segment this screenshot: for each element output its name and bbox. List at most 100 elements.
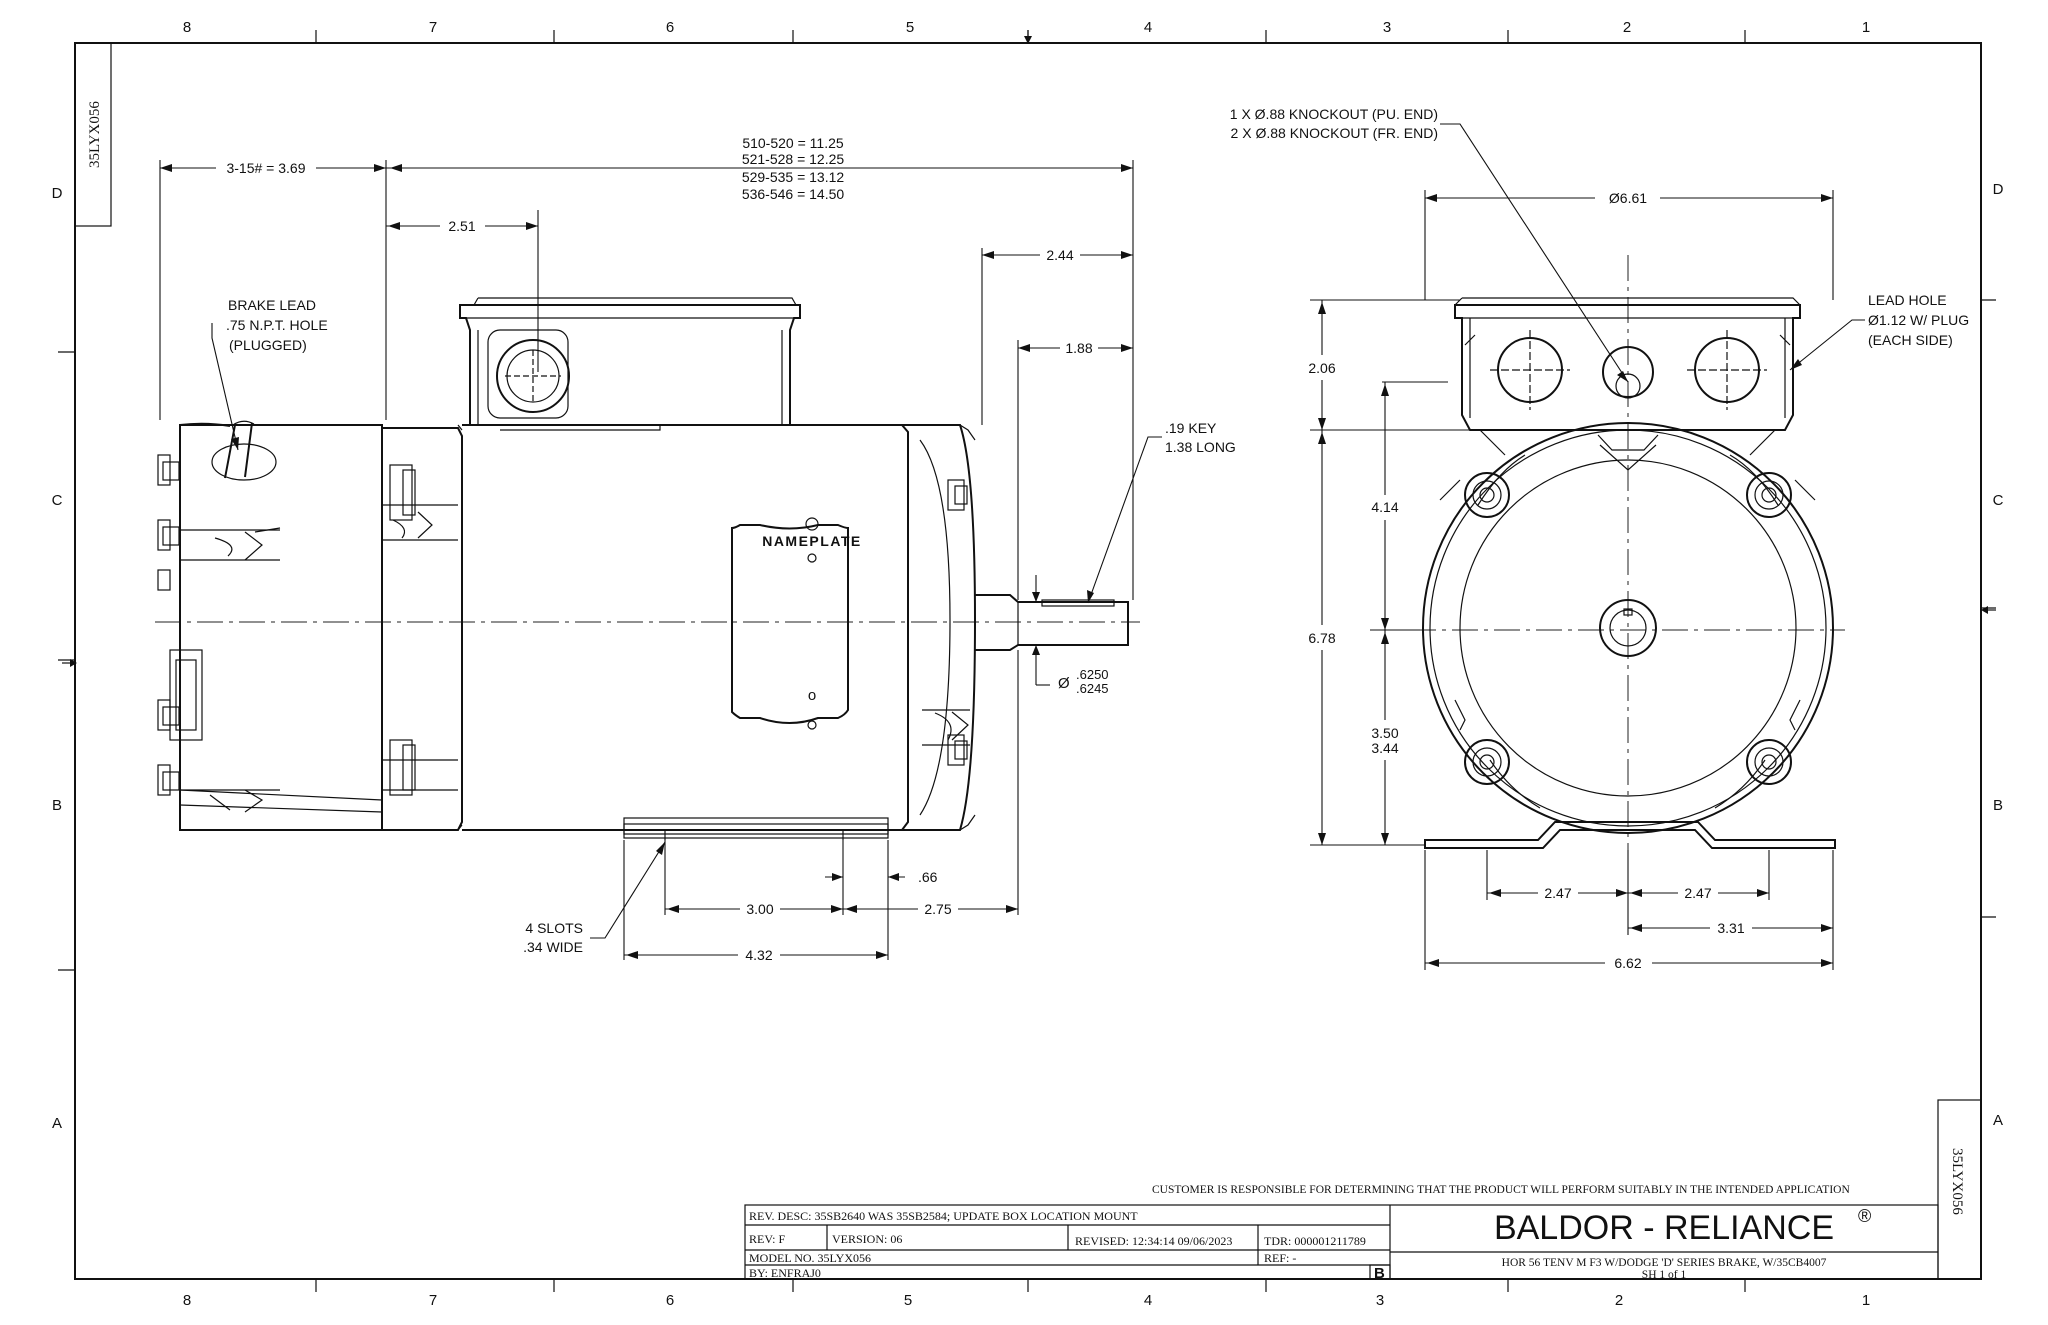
zone-right-c: C [1993, 492, 2004, 509]
dim-2-44: 2.44 [1046, 247, 1073, 263]
zone-right-d: D [1993, 181, 2004, 198]
end-dimensions: Ø6.61 1 X Ø.88 KNOCKOUT (PU. END) 2 X Ø.… [1230, 106, 1969, 971]
version: VERSION: 06 [832, 1232, 902, 1246]
zone-bottom-3: 3 [1376, 1292, 1384, 1309]
drawing-number-bottom-right: 35LYX056 [1937, 1099, 1982, 1280]
registered-mark: ® [1858, 1206, 1871, 1226]
conduit-box [459, 297, 801, 431]
zone-top-7: 7 [429, 19, 437, 36]
zone-bottom-7: 7 [429, 1292, 437, 1309]
disclaimer: CUSTOMER IS RESPONSIBLE FOR DETERMINING … [1152, 1184, 1850, 1196]
nameplate: NAMEPLATE o [731, 517, 862, 730]
shaft [975, 594, 1129, 651]
dim-overall-1: 510-520 = 11.25 [742, 135, 844, 151]
end-view-motor [1422, 422, 1834, 834]
zone-bottom-2: 2 [1615, 1292, 1623, 1309]
zone-right-b: B [1993, 797, 2003, 814]
dim-overall-4: 536-546 = 14.50 [742, 186, 845, 202]
end-view: Ø6.61 1 X Ø.88 KNOCKOUT (PU. END) 2 X Ø.… [1230, 106, 1969, 971]
zone-top-3: 3 [1383, 19, 1391, 36]
dim-3-00: 3.00 [746, 901, 773, 917]
dim-2-47-left: 2.47 [1544, 885, 1571, 901]
dim-4-14: 4.14 [1371, 499, 1398, 515]
drawing-number-top-left: 35LYX056 [74, 42, 112, 227]
zone-top-4: 4 [1144, 19, 1152, 36]
shaft-dia-prefix: Ø [1058, 675, 1070, 692]
knockout-label-1: 1 X Ø.88 KNOCKOUT (PU. END) [1230, 106, 1438, 122]
title-block: CUSTOMER IS RESPONSIBLE FOR DETERMINING … [744, 1184, 1939, 1282]
dim-3-44: 3.44 [1371, 740, 1398, 756]
dim-3-50: 3.50 [1371, 725, 1398, 741]
zone-left-b: B [52, 797, 62, 814]
base-feet [623, 817, 889, 840]
size-letter: B [1374, 1265, 1385, 1282]
dim-overall-2: 521-528 = 12.25 [742, 151, 845, 167]
zone-bottom-1: 1 [1862, 1292, 1870, 1309]
slots-label-2: .34 WIDE [523, 939, 583, 955]
zone-bottom-5: 5 [904, 1292, 912, 1309]
dim-2-06: 2.06 [1308, 360, 1335, 376]
zone-top-2: 2 [1623, 19, 1631, 36]
brake-housing [157, 420, 383, 831]
key-label-2: 1.38 LONG [1165, 439, 1236, 455]
drawing-number-bottom: 35LYX056 [1949, 1148, 1965, 1215]
zone-top-6: 6 [666, 19, 674, 36]
model-no: MODEL NO. 35LYX056 [749, 1251, 871, 1265]
zone-bottom-8: 8 [183, 1292, 191, 1309]
brake-lead-1: BRAKE LEAD [228, 297, 316, 313]
dim-2-51: 2.51 [448, 218, 475, 234]
rev: REV: F [749, 1232, 785, 1246]
slots-label-1: 4 SLOTS [525, 920, 583, 936]
brake-lead-2: .75 N.P.T. HOLE [226, 317, 328, 333]
drawing-number-top: 35LYX056 [87, 101, 103, 168]
brake-adapter [382, 427, 463, 831]
dim-4-32: 4.32 [745, 947, 772, 963]
lead-hole-2: Ø1.12 W/ PLUG [1868, 312, 1969, 328]
rev-desc: REV. DESC: 35SB2640 WAS 35SB2584; UPDATE… [749, 1209, 1138, 1223]
knockout-label-2: 2 X Ø.88 KNOCKOUT (FR. END) [1231, 125, 1438, 141]
company-name: BALDOR - RELIANCE [1494, 1209, 1834, 1247]
sheet-of: SH 1 of 1 [1642, 1269, 1687, 1281]
lead-hole-3: (EACH SIDE) [1868, 332, 1953, 348]
end-view-base [1424, 821, 1836, 849]
side-dimensions: 3-15# = 3.69 510-520 = 11.25 521-528 = 1… [159, 135, 1236, 963]
dim-brake-length: 3-15# = 3.69 [226, 160, 305, 176]
zone-bottom-4: 4 [1144, 1292, 1152, 1309]
zone-right-a: A [1993, 1112, 2003, 1129]
dim-2-47-right: 2.47 [1684, 885, 1711, 901]
dim-2-75: 2.75 [924, 901, 951, 917]
zone-left-c: C [52, 492, 63, 509]
drawn-by: BY: ENFRAJ0 [749, 1266, 821, 1280]
ref: REF: - [1264, 1251, 1296, 1265]
tdr: TDR: 000001211789 [1264, 1234, 1366, 1248]
zone-top-1: 1 [1862, 19, 1870, 36]
dim-3-31: 3.31 [1717, 920, 1744, 936]
lead-hole-1: LEAD HOLE [1868, 292, 1947, 308]
dim-6-62: 6.62 [1614, 955, 1641, 971]
shaft-dia-upper: .6250 [1076, 667, 1109, 682]
zone-top-8: 8 [183, 19, 191, 36]
part-description: HOR 56 TENV M F3 W/DODGE 'D' SERIES BRAK… [1502, 1257, 1827, 1269]
zone-top-5: 5 [906, 19, 914, 36]
shaft-dia-lower: .6245 [1076, 681, 1109, 696]
dim-6-78: 6.78 [1308, 630, 1335, 646]
nameplate-mark: o [808, 687, 816, 704]
side-view: NAMEPLATE o 3-15# = 3.69 510 [155, 135, 1236, 963]
zone-bottom-6: 6 [666, 1292, 674, 1309]
key-label-1: .19 KEY [1165, 420, 1217, 436]
front-end-bell [902, 424, 977, 831]
dim-overall-3: 529-535 = 13.12 [742, 169, 845, 185]
end-view-conduit-box [1454, 297, 1801, 456]
dim-0-66: .66 [918, 869, 938, 885]
zone-left-d: D [52, 185, 63, 202]
nameplate-label: NAMEPLATE [762, 533, 862, 549]
dim-1-88: 1.88 [1065, 340, 1092, 356]
zone-left-a: A [52, 1115, 62, 1132]
zone-labels: 8 7 6 5 4 3 2 1 8 7 6 5 4 3 2 1 D C B A … [52, 19, 2004, 1309]
motor-frame [457, 424, 909, 831]
dim-dia-6-61: Ø6.61 [1609, 190, 1647, 206]
sheet-border [58, 30, 1996, 1292]
brake-lead-3: (PLUGGED) [229, 337, 307, 353]
revised: REVISED: 12:34:14 09/06/2023 [1075, 1234, 1232, 1248]
